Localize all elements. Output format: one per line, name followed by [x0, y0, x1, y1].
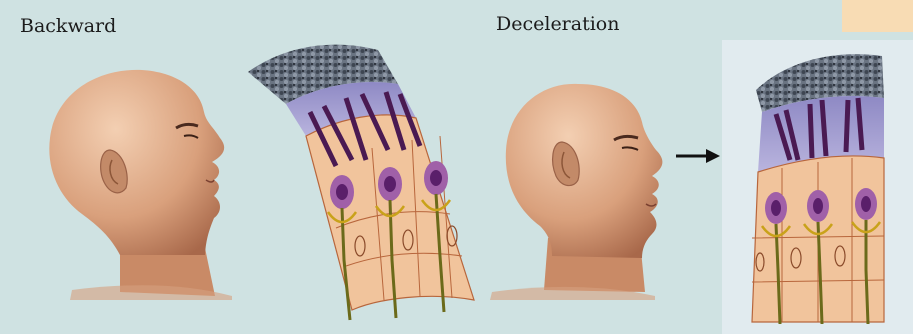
- panel-label-backward: Backward: [20, 15, 116, 37]
- macula-right: [752, 54, 884, 324]
- panel-label-deceleration: Deceleration: [496, 13, 619, 35]
- top-right-corner: [842, 0, 913, 32]
